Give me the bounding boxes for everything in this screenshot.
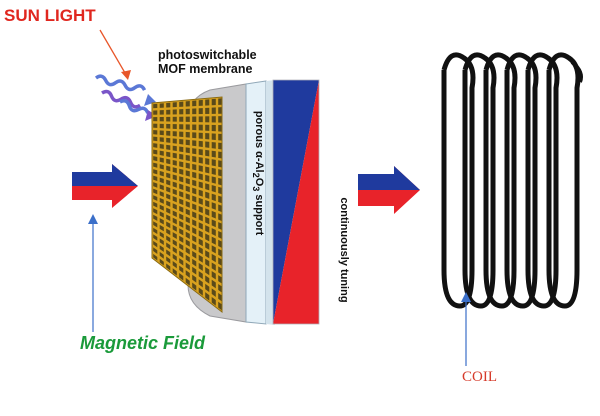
sun-light-pointer-arrow bbox=[99, 29, 131, 80]
photoswitchable-line: photoswitchable bbox=[158, 48, 257, 62]
coil-label: COIL bbox=[462, 369, 497, 385]
support-o: O bbox=[253, 177, 266, 187]
wavy-light-arrows-icon bbox=[94, 74, 157, 121]
support-suffix: support bbox=[253, 191, 266, 236]
photoswitchable-mof-label: photoswitchable MOF membrane bbox=[158, 48, 257, 76]
mof-membrane-line: MOF membrane bbox=[158, 62, 253, 76]
mof-grid bbox=[151, 96, 223, 314]
magnetic-field-arrow-icon bbox=[72, 164, 138, 208]
coil-pointer bbox=[461, 292, 471, 366]
tuning-gradient-block bbox=[272, 79, 320, 325]
magnetic-field-pointer bbox=[88, 214, 98, 332]
magnetic-field-label: Magnetic Field bbox=[80, 333, 206, 353]
continuously-tuning-label: continuously tuning bbox=[338, 197, 350, 303]
support-prefix: porous α-Al bbox=[253, 110, 266, 173]
sun-light-label: SUN LIGHT bbox=[4, 6, 96, 25]
flow-arrow-icon bbox=[358, 166, 420, 214]
alumina-support-label: porous α-Al2O3 support bbox=[251, 98, 265, 248]
coil-spring-icon bbox=[441, 52, 583, 309]
